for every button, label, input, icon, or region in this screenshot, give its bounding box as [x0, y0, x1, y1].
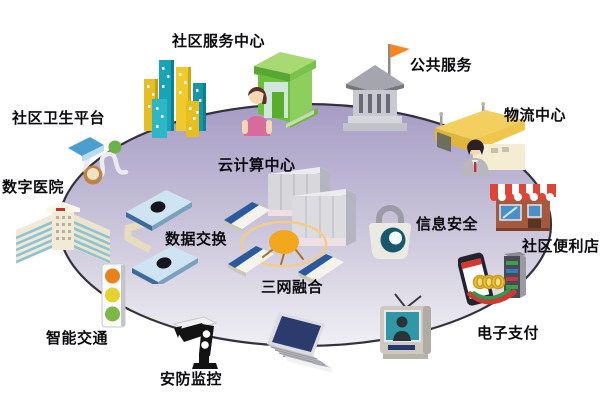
label-data-exchange: 数据交换 — [165, 230, 228, 248]
civic-house-icon — [242, 52, 318, 136]
label-public-services: 公共服务 — [410, 56, 473, 74]
label-cloud-computing-center: 云计算中心 — [218, 156, 296, 174]
data-pads-icon — [124, 190, 198, 284]
label-triple-network-convergence: 三网融合 — [261, 278, 324, 296]
clipboards-hub-icon — [224, 202, 344, 285]
city-buildings-icon — [144, 60, 206, 138]
government-building-icon — [343, 44, 410, 131]
traffic-light-icon — [101, 263, 126, 328]
stethoscope-icon — [68, 137, 129, 185]
padlock-icon — [369, 205, 411, 259]
label-community-service-center: 社区服务中心 — [172, 32, 266, 50]
label-information-security: 信息安全 — [416, 215, 479, 233]
mobile-payment-icon — [458, 252, 526, 306]
label-electronic-payment: 电子支付 — [477, 324, 540, 342]
warehouse-icon — [435, 102, 525, 176]
label-smart-transportation: 智能交通 — [46, 329, 109, 347]
label-security-monitoring: 安防监控 — [160, 370, 223, 388]
tv-icon — [380, 293, 431, 359]
server-racks-icon — [268, 167, 356, 246]
label-digital-hospital: 数字医院 — [2, 178, 65, 196]
hospital-building-icon — [16, 202, 110, 264]
laptop-icon — [267, 312, 333, 373]
cctv-camera-icon — [172, 316, 218, 369]
label-community-health-platform: 社区卫生平台 — [12, 109, 106, 127]
label-community-store: 社区便利店 — [522, 237, 600, 255]
storefront-icon — [490, 184, 556, 231]
label-logistics-center: 物流中心 — [504, 106, 567, 124]
